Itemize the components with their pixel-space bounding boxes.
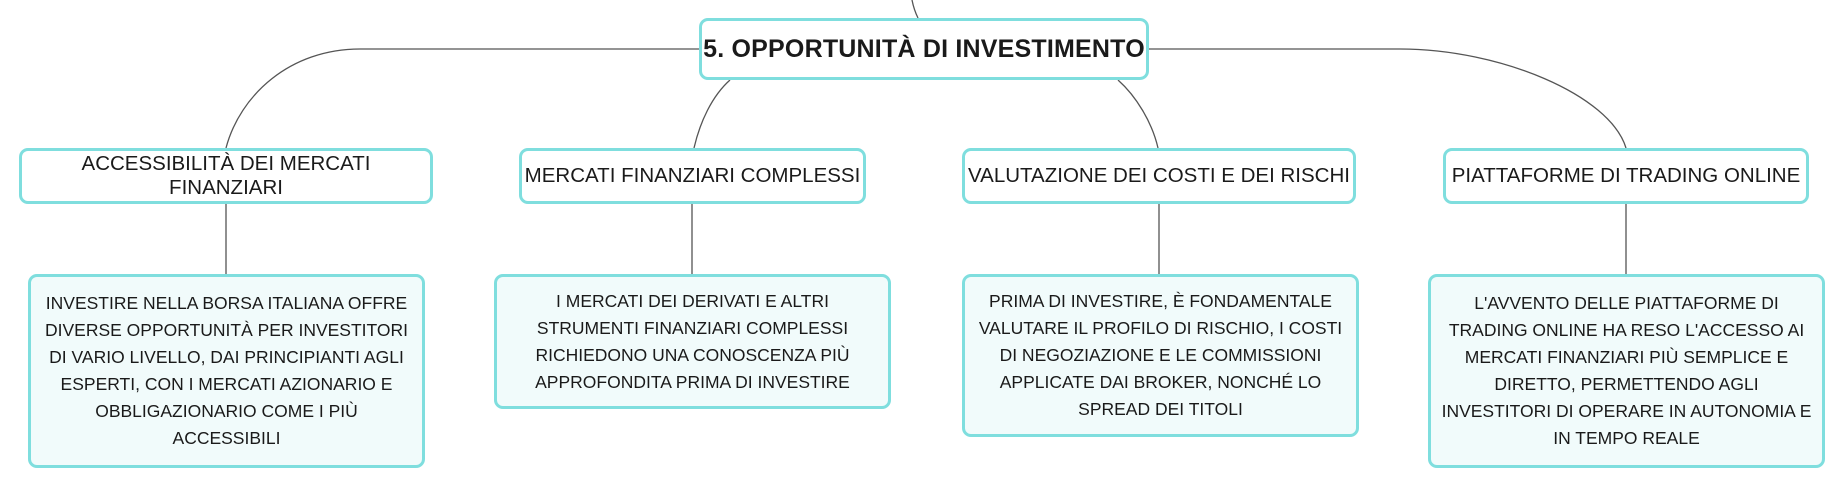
detail-text: INVESTIRE NELLA BORSA ITALIANA OFFRE DIV… [44, 293, 409, 448]
root-node[interactable]: 5. OPPORTUNITÀ DI INVESTIMENTO [699, 18, 1149, 80]
connector-root-topic-2 [693, 79, 731, 149]
detail-node-trading-platforms[interactable]: L'AVVENTO DELLE PIATTAFORME DI TRADING O… [1428, 274, 1825, 468]
detail-node-complex-markets[interactable]: I MERCATI DEI DERIVATI E ALTRI STRUMENTI… [494, 274, 891, 409]
detail-node-accessibility[interactable]: INVESTIRE NELLA BORSA ITALIANA OFFRE DIV… [28, 274, 425, 468]
topic-label: MERCATI FINANZIARI COMPLESSI [524, 164, 861, 187]
topic-label: PIATTAFORME DI TRADING ONLINE [1451, 164, 1801, 187]
connector-parent-root [911, 0, 919, 19]
connector-root-topic-4 [1149, 48, 1627, 149]
detail-text: I MERCATI DEI DERIVATI E ALTRI STRUMENTI… [535, 290, 850, 392]
connector-root-topic-1 [225, 48, 699, 149]
detail-text: L'AVVENTO DELLE PIATTAFORME DI TRADING O… [1441, 293, 1812, 448]
topic-node-costs-risks[interactable]: VALUTAZIONE DEI COSTI E DEI RISCHI [962, 148, 1356, 204]
topic-node-complex-markets[interactable]: MERCATI FINANZIARI COMPLESSI [519, 148, 866, 204]
topic-node-trading-platforms[interactable]: PIATTAFORME DI TRADING ONLINE [1443, 148, 1809, 204]
connector-root-topic-3 [1117, 79, 1159, 149]
topic-label: ACCESSIBILITÀ DEI MERCATI FINANZIARI [81, 152, 371, 199]
root-node-label: 5. OPPORTUNITÀ DI INVESTIMENTO [703, 34, 1145, 63]
topic-node-accessibility[interactable]: ACCESSIBILITÀ DEI MERCATI FINANZIARI [19, 148, 433, 204]
topic-label: VALUTAZIONE DEI COSTI E DEI RISCHI [968, 164, 1350, 187]
detail-text: PRIMA DI INVESTIRE, È FONDAMENTALE VALUT… [978, 291, 1343, 419]
detail-node-costs-risks[interactable]: PRIMA DI INVESTIRE, È FONDAMENTALE VALUT… [962, 274, 1359, 437]
